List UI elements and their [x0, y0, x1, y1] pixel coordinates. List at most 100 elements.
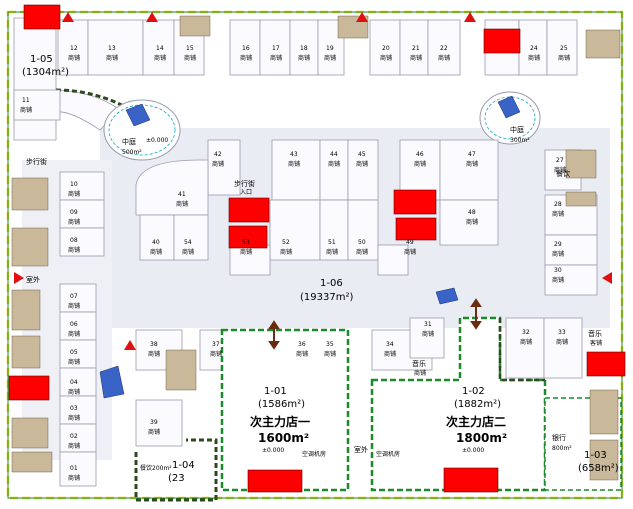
shop-type-02: 商铺	[68, 442, 80, 450]
shop-number-10: 10	[70, 181, 78, 188]
shop-number-53: 53	[242, 239, 250, 246]
zone-104-boundary	[134, 438, 218, 502]
left-court-outline	[103, 99, 181, 161]
shop-type-20: 商铺	[380, 54, 392, 62]
shop-type-39: 商铺	[148, 428, 160, 436]
shop-number-09: 09	[70, 209, 78, 216]
shop-number-34: 34	[386, 341, 394, 348]
outdoor-label-mid: 室外	[354, 445, 368, 454]
red-blocks	[8, 4, 626, 493]
shop-number-14: 14	[156, 45, 164, 52]
shop-number-25: 25	[560, 45, 568, 52]
shop-type-25: 商铺	[558, 54, 570, 62]
left-court-label: 中庭	[122, 137, 136, 146]
zone-105-code: 1-05	[30, 54, 53, 65]
shop-type-45: 商铺	[356, 160, 368, 168]
anchor-2-name: 次主力店二	[446, 414, 506, 429]
shop-type-50: 商铺	[356, 248, 368, 256]
shop-number-41: 41	[178, 191, 186, 198]
ac-room-1: 空调机房	[302, 450, 326, 458]
shop-labels: 12商铺13商铺14商铺15商铺16商铺17商铺18商铺19商铺20商铺21商铺…	[20, 45, 570, 482]
shop-type-33: 商铺	[556, 338, 568, 346]
right-court-label: 中庭	[510, 125, 524, 134]
shop-number-08: 08	[70, 237, 78, 244]
shop-type-06: 商铺	[68, 330, 80, 338]
zone-101-code: 1-01	[264, 386, 287, 397]
shop-type-54: 商铺	[182, 248, 194, 256]
shop-number-12: 12	[70, 45, 78, 52]
bank-size: 800m²	[552, 445, 572, 452]
shop-number-01: 01	[70, 465, 78, 472]
shop-type-41: 商铺	[176, 200, 188, 208]
shop-number-05: 05	[70, 349, 78, 356]
music-left-sub: 商铺	[414, 369, 426, 377]
anchor-2-level: ±0.000	[462, 447, 484, 454]
shop-number-52: 52	[282, 239, 290, 246]
shop-type-04: 商铺	[68, 388, 80, 396]
shop-type-31: 商铺	[422, 330, 434, 338]
left-court-level: ±0.000	[146, 137, 168, 144]
anchor-1-name: 次主力店一	[250, 414, 310, 429]
outdoor-label-left: 室外	[26, 275, 40, 284]
shop-type-37: 商铺	[210, 350, 222, 358]
shop-type-01: 商铺	[68, 474, 80, 482]
outer-wall	[7, 11, 623, 499]
zone-104-area: (23	[168, 473, 185, 484]
anchor-1-size: 1600m²	[258, 431, 309, 445]
shop-type-51: 商铺	[326, 248, 338, 256]
anchor-store-2-boundary	[370, 316, 547, 492]
walkway-label: 步行街	[26, 157, 47, 166]
right-court-size: 300m²	[510, 137, 530, 144]
shop-number-03: 03	[70, 405, 78, 412]
shop-type-09: 商铺	[68, 218, 80, 226]
shop-type-38: 商铺	[148, 350, 160, 358]
dining-label: 餐饮	[556, 169, 570, 178]
shop-number-20: 20	[382, 45, 390, 52]
shop-type-34: 商铺	[384, 350, 396, 358]
shop-type-36: 商铺	[296, 350, 308, 358]
shop-number-13: 13	[108, 45, 116, 52]
shop-number-30: 30	[554, 267, 562, 274]
shop-number-22: 22	[440, 45, 448, 52]
shop-number-40: 40	[152, 239, 160, 246]
shop-type-07: 商铺	[68, 302, 80, 310]
shop-type-16: 商铺	[240, 54, 252, 62]
shop-type-52: 商铺	[280, 248, 292, 256]
shop-type-18: 商铺	[298, 54, 310, 62]
shop-type-42: 商铺	[212, 160, 224, 168]
shop-number-04: 04	[70, 379, 78, 386]
zone-106-area: (19337m²)	[300, 292, 353, 303]
shop-type-17: 商铺	[270, 54, 282, 62]
shop-number-11: 11	[22, 97, 30, 104]
shop-type-48: 商铺	[466, 218, 478, 226]
shop-number-48: 48	[468, 209, 476, 216]
music-right: 音乐	[588, 329, 602, 338]
zone-106-code: 1-06	[320, 278, 343, 289]
shop-number-02: 02	[70, 433, 78, 440]
shop-number-24: 24	[530, 45, 538, 52]
shop-type-40: 商铺	[150, 248, 162, 256]
shop-type-19: 商铺	[324, 54, 336, 62]
shop-type-46: 商铺	[414, 160, 426, 168]
shop-type-47: 商铺	[466, 160, 478, 168]
shop-type-08: 商铺	[68, 246, 80, 254]
dining-room-label: 餐饮200m²	[140, 464, 172, 472]
shop-type-28: 商铺	[552, 210, 564, 218]
zone-104-code: 1-04	[172, 460, 195, 471]
anchor-1-level: ±0.000	[262, 447, 284, 454]
shop-number-37: 37	[212, 341, 220, 348]
shop-type-49: 商铺	[404, 248, 416, 256]
shop-type-15: 商铺	[184, 54, 196, 62]
shop-type-53: 商铺	[240, 248, 252, 256]
shop-type-12: 商铺	[68, 54, 80, 62]
shop-number-50: 50	[358, 239, 366, 246]
shop-number-28: 28	[554, 201, 562, 208]
anchor-store-1-boundary	[220, 328, 350, 492]
shop-number-45: 45	[358, 151, 366, 158]
shop-number-32: 32	[522, 329, 530, 336]
shop-number-47: 47	[468, 151, 476, 158]
center-shops	[135, 139, 499, 276]
shop-number-44: 44	[330, 151, 338, 158]
shop-number-17: 17	[272, 45, 280, 52]
